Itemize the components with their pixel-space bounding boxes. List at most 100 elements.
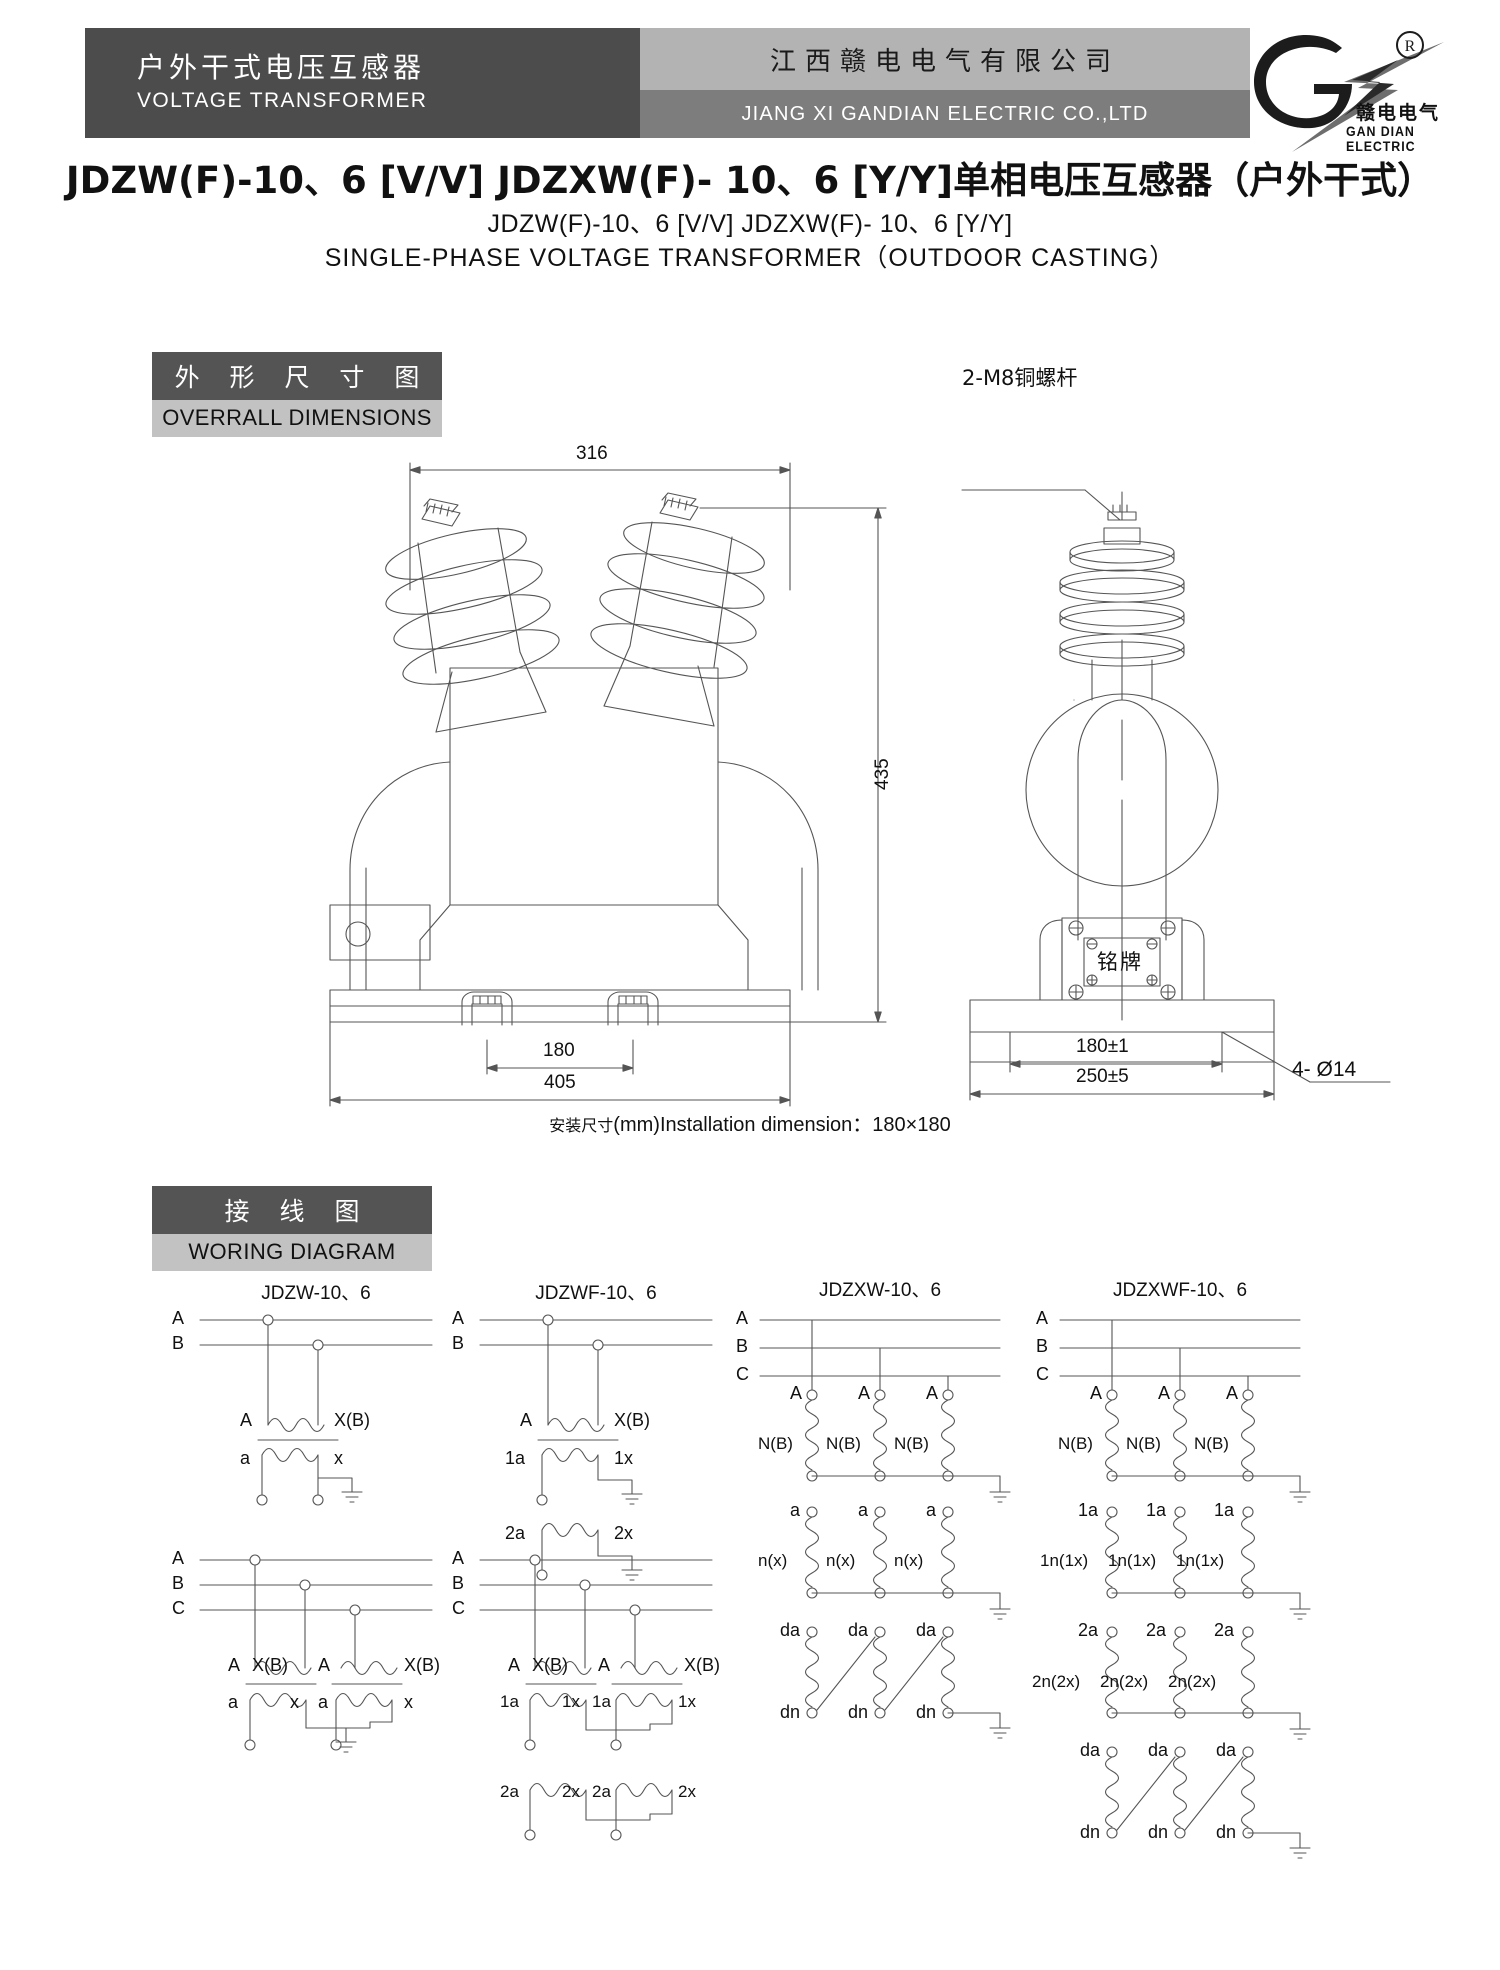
d4-bus-a: A bbox=[1036, 1308, 1049, 1328]
d1-bot-s1-left: a bbox=[228, 1692, 239, 1712]
d4-phase-3: A bbox=[1226, 1383, 1239, 1403]
section-dimensions-en: OVERRALL DIMENSIONS bbox=[152, 400, 442, 437]
d1-bot-bus-b: B bbox=[172, 1573, 185, 1593]
dim-label-405: 405 bbox=[544, 1072, 576, 1093]
callout-holes-label: 4- Ø14 bbox=[1292, 1058, 1357, 1081]
bushing-right bbox=[590, 492, 765, 727]
callout-2m8-label: 2-M8铜螺杆 bbox=[962, 366, 1078, 390]
d3-row3-3: n(x) bbox=[894, 1551, 924, 1570]
bushing-side bbox=[1059, 491, 1185, 701]
installation-note-en: Installation dimension bbox=[659, 1114, 853, 1136]
d3-row3-1: n(x) bbox=[758, 1551, 788, 1570]
d3-row5-3: dn bbox=[916, 1702, 937, 1722]
d3-row2-3: a bbox=[926, 1500, 937, 1520]
header-product-cn: 户外干式电压互感器 bbox=[137, 51, 426, 85]
d4-row7-1: dn bbox=[1080, 1822, 1101, 1842]
d1-bot-p2-left: A bbox=[318, 1655, 331, 1675]
d2-bot-p1-left: A bbox=[508, 1655, 521, 1675]
d2-bot-s3-left: 2a bbox=[500, 1782, 519, 1801]
wiring-title-1: JDZW-10、6 bbox=[261, 1283, 371, 1304]
d1-top-bus-b: B bbox=[172, 1333, 185, 1353]
mounting-clips bbox=[461, 991, 659, 1026]
d3-phase-1: A bbox=[790, 1383, 803, 1403]
logo-brand-cn: 赣电电气 bbox=[1356, 102, 1441, 124]
installation-note: 安装尺寸(mm)Installation dimension：180×180 bbox=[0, 1108, 1500, 1137]
d1-bot-p1-left: A bbox=[228, 1655, 241, 1675]
d2-top-s2-left: 2a bbox=[505, 1523, 526, 1543]
d3-phase-3: A bbox=[926, 1383, 939, 1403]
d4-row2-2: 1a bbox=[1146, 1500, 1167, 1520]
d3-row1-3: N(B) bbox=[894, 1434, 929, 1453]
d4-row6-1: da bbox=[1080, 1740, 1101, 1760]
wiring-d1-top bbox=[199, 1314, 433, 1506]
d3-bus-a: A bbox=[736, 1308, 749, 1328]
d4-row4-1: 2a bbox=[1078, 1620, 1099, 1640]
page-subtitle-model: JDZW(F)-10、6 [V/V] JDZXW(F)- 10、6 [Y/Y] bbox=[487, 210, 1013, 238]
d2-bot-bus-b: B bbox=[452, 1573, 465, 1593]
d3-row4-2: da bbox=[848, 1620, 869, 1640]
installation-note-colon: ： bbox=[852, 1114, 873, 1136]
d4-row1-2: N(B) bbox=[1126, 1434, 1161, 1453]
d2-bot-s1-left: 1a bbox=[500, 1692, 519, 1711]
header-company-cn-band: 江西赣电电气有限公司 bbox=[640, 28, 1250, 90]
d2-bot-p1-right: X(B) bbox=[532, 1655, 568, 1675]
d4-row3-2: 1n(1x) bbox=[1108, 1551, 1157, 1570]
d2-top-bus-a: A bbox=[452, 1308, 465, 1328]
wiring-title-3: JDZXW-10、6 bbox=[818, 1280, 942, 1301]
d3-row2-1: a bbox=[790, 1500, 801, 1520]
d1-bot-s2-right: x bbox=[404, 1692, 413, 1712]
d3-row3-2: n(x) bbox=[826, 1551, 856, 1570]
header-product-en: VOLTAGE TRANSFORMER bbox=[137, 89, 428, 113]
section-heading-dimensions: 外 形 尺 寸 图 OVERRALL DIMENSIONS bbox=[152, 352, 442, 437]
d4-row5-3: 2n(2x) bbox=[1168, 1672, 1217, 1691]
wiring-title-4: JDZXWF-10、6 bbox=[1112, 1280, 1248, 1301]
wiring-d1-bottom bbox=[199, 1554, 433, 1753]
d1-bot-p2-right: X(B) bbox=[404, 1655, 440, 1675]
section-wiring-en: WORING DIAGRAM bbox=[152, 1234, 432, 1271]
d3-row1-2: N(B) bbox=[826, 1434, 861, 1453]
d3-row2-2: a bbox=[858, 1500, 869, 1520]
d3-row5-1: dn bbox=[780, 1702, 801, 1722]
dim-label-180-side: 180±1 bbox=[1076, 1036, 1129, 1057]
d4-bus-c: C bbox=[1036, 1364, 1049, 1384]
dim-label-180-front: 180 bbox=[543, 1040, 575, 1061]
nameplate-label: 铭牌 bbox=[1097, 950, 1143, 974]
section-dimensions-cn: 外 形 尺 寸 图 bbox=[152, 352, 442, 400]
d2-top-s1-right: 1x bbox=[614, 1448, 634, 1468]
installation-note-value: 180×180 bbox=[872, 1114, 951, 1136]
d3-row4-1: da bbox=[780, 1620, 801, 1640]
d2-top-s1-left: 1a bbox=[505, 1448, 526, 1468]
d4-row4-3: 2a bbox=[1214, 1620, 1235, 1640]
side-body bbox=[969, 639, 1275, 1063]
dim-label-435: 435 bbox=[872, 758, 893, 790]
d4-row7-2: dn bbox=[1148, 1822, 1169, 1842]
d4-row3-3: 1n(1x) bbox=[1176, 1551, 1225, 1570]
d3-phase-2: A bbox=[858, 1383, 871, 1403]
logo-brand-en: GAN DIAN ELECTRIC bbox=[1346, 124, 1416, 154]
section-heading-wiring: 接 线 图 WORING DIAGRAM bbox=[152, 1186, 432, 1271]
d2-top-bus-b: B bbox=[452, 1333, 465, 1353]
svg-text:R: R bbox=[1405, 38, 1416, 55]
dim-label-250-side: 250±5 bbox=[1076, 1066, 1129, 1087]
d1-top-sec-right: x bbox=[334, 1448, 343, 1468]
d4-row3-1: 1n(1x) bbox=[1040, 1551, 1089, 1570]
d2-bot-s4-right: 2x bbox=[678, 1782, 696, 1801]
d1-bot-bus-c: C bbox=[172, 1598, 185, 1618]
d3-row5-2: dn bbox=[848, 1702, 869, 1722]
bushing-left bbox=[385, 498, 560, 733]
section-wiring-cn: 接 线 图 bbox=[152, 1186, 432, 1234]
installation-note-unit: (mm) bbox=[613, 1114, 660, 1136]
dim-label-316: 316 bbox=[576, 443, 608, 464]
d4-row6-3: da bbox=[1216, 1740, 1237, 1760]
d4-row1-1: N(B) bbox=[1058, 1434, 1093, 1453]
d4-row7-3: dn bbox=[1216, 1822, 1237, 1842]
d2-bot-p2-right: X(B) bbox=[684, 1655, 720, 1675]
d4-phase-1: A bbox=[1090, 1383, 1103, 1403]
transformer-body bbox=[329, 667, 819, 1023]
d2-bot-bus-a: A bbox=[452, 1548, 465, 1568]
wiring-title-2: JDZWF-10、6 bbox=[535, 1283, 657, 1304]
d2-bot-s4-left: 2a bbox=[592, 1782, 611, 1801]
d1-top-primary-right: X(B) bbox=[334, 1410, 370, 1430]
callout-2m8-leader bbox=[961, 489, 1121, 521]
